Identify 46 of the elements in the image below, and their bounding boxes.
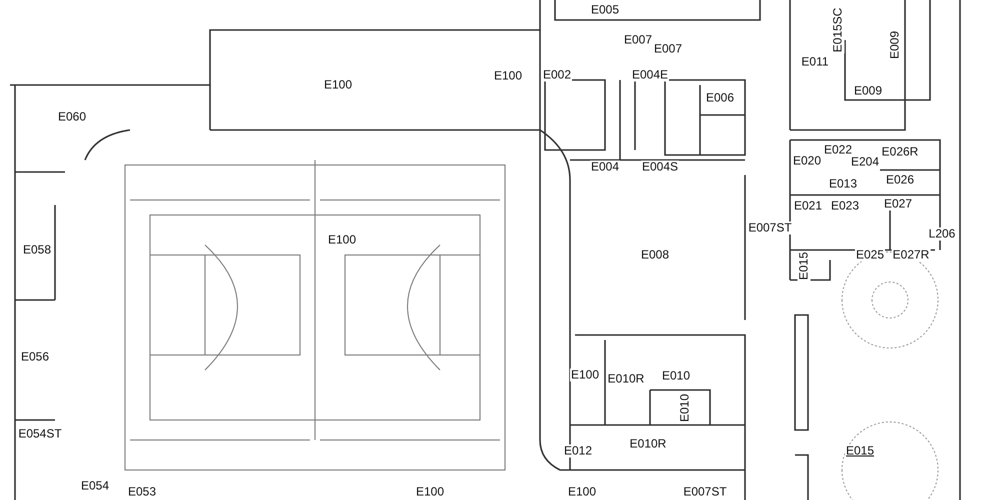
room-label: E015SC bbox=[832, 6, 844, 54]
room-label: E004S bbox=[640, 160, 680, 174]
room-label: E015 bbox=[798, 250, 810, 282]
room-label: E022 bbox=[822, 144, 854, 156]
room-label: E020 bbox=[792, 154, 822, 168]
room-label: L206 bbox=[928, 228, 956, 240]
room-label: E027 bbox=[882, 198, 914, 210]
room-label: E010 bbox=[678, 392, 692, 424]
room-label: E054 bbox=[80, 480, 110, 492]
room-label: E008 bbox=[640, 248, 670, 262]
room-label: E026R bbox=[880, 146, 920, 158]
room-label: E056 bbox=[20, 350, 50, 364]
room-label: E010R bbox=[628, 438, 668, 450]
room-label: E010 bbox=[660, 370, 692, 382]
room-label: E009 bbox=[852, 84, 884, 98]
room-label: E015 bbox=[844, 444, 876, 458]
room-label: E002 bbox=[542, 68, 572, 82]
room-label: E026 bbox=[884, 174, 916, 186]
room-label: E004 bbox=[590, 160, 620, 174]
room-label: E023 bbox=[830, 200, 860, 212]
room-label: E010R bbox=[606, 372, 646, 386]
room-label: E100 bbox=[570, 368, 600, 382]
room-label: E053 bbox=[126, 486, 158, 498]
room-label: E007ST bbox=[682, 486, 728, 498]
room-label: E100 bbox=[326, 234, 358, 246]
room-label: E060 bbox=[56, 110, 88, 124]
room-label: E004E bbox=[630, 68, 670, 82]
room-label: E007 bbox=[652, 42, 684, 56]
room-label: E007 bbox=[622, 34, 654, 46]
room-label: E005 bbox=[590, 4, 620, 16]
room-label: E100 bbox=[566, 486, 598, 498]
room-label: E007ST bbox=[747, 222, 793, 234]
room-label: E021 bbox=[792, 200, 824, 212]
room-label: E011 bbox=[800, 56, 830, 68]
room-label: E058 bbox=[22, 244, 52, 256]
room-label: E027R bbox=[892, 248, 930, 262]
room-label: E204 bbox=[850, 156, 880, 168]
room-label: E013 bbox=[828, 178, 858, 190]
room-label: E054ST bbox=[17, 428, 63, 440]
room-label: E009 bbox=[888, 30, 902, 60]
room-label: E100 bbox=[492, 70, 524, 82]
room-label: E006 bbox=[704, 92, 736, 104]
room-label: E100 bbox=[322, 78, 354, 92]
room-label: E025 bbox=[854, 248, 886, 262]
room-label: E100 bbox=[414, 486, 446, 498]
room-label: E012 bbox=[562, 444, 594, 458]
